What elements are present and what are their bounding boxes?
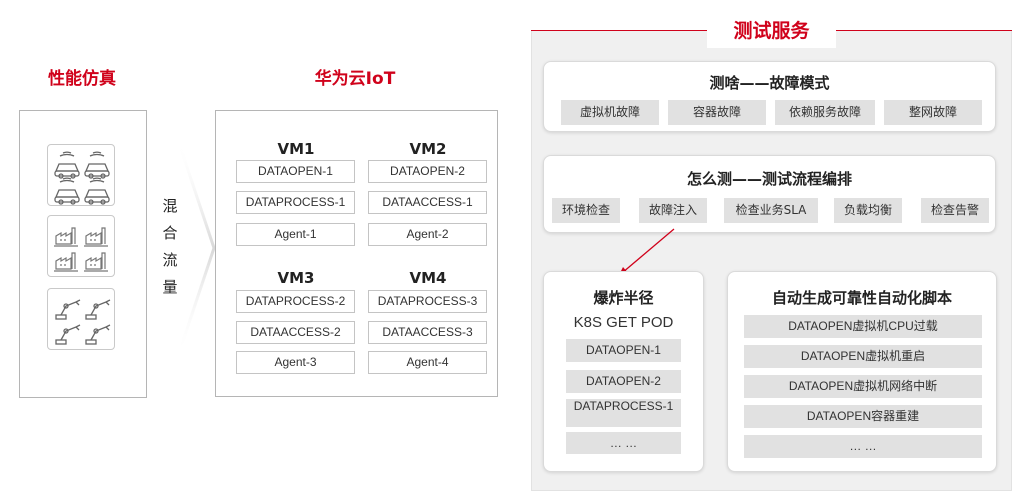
- auto-script-item: … …: [744, 435, 982, 458]
- test-flow-chip: 检查业务SLA: [724, 198, 818, 223]
- robot-arm-icon-group: [47, 288, 115, 350]
- test-flow-card: 怎么测——测试流程编排 环境检查 故障注入 检查业务SLA 负载均衡 检查告警: [543, 155, 996, 233]
- vm4-title: VM4: [409, 269, 447, 287]
- vm4-item: DATAPROCESS-3: [368, 290, 487, 313]
- test-service-title: 测试服务: [733, 20, 810, 42]
- title-backdrop: [707, 14, 836, 48]
- performance-sim-panel: [19, 110, 147, 398]
- vm4-item: DATAACCESS-3: [368, 321, 487, 344]
- mixed-traffic-char: 混: [162, 197, 178, 215]
- mixed-traffic-char: 量: [162, 278, 178, 296]
- performance-sim-title: 性能仿真: [48, 69, 116, 89]
- vm1-item: DATAPROCESS-1: [236, 191, 355, 214]
- vm3-item: Agent-3: [236, 351, 355, 374]
- test-flow-chip: 环境检查: [552, 198, 620, 223]
- fault-mode-chip: 依赖服务故障: [775, 100, 875, 125]
- fault-mode-chip: 虚拟机故障: [561, 100, 659, 125]
- auto-script-card: 自动生成可靠性自动化脚本 DATAOPEN虚拟机CPU过载 DATAOPEN虚拟…: [727, 271, 997, 472]
- blast-radius-item: … …: [566, 432, 681, 454]
- blast-radius-item: DATAOPEN-2: [566, 370, 681, 393]
- auto-script-item: DATAOPEN虚拟机CPU过载: [744, 315, 982, 338]
- robot-arm-icon: [55, 299, 111, 345]
- auto-script-item: DATAOPEN虚拟机网络中断: [744, 375, 982, 398]
- fault-mode-card: 测啥——故障模式 虚拟机故障 容器故障 依赖服务故障 整网故障: [543, 61, 996, 132]
- iot-vm-panel: VM1 DATAOPEN-1 DATAPROCESS-1 Agent-1 VM2…: [215, 110, 498, 397]
- fault-mode-title: 测啥——故障模式: [709, 74, 830, 92]
- fault-mode-chip: 容器故障: [668, 100, 766, 125]
- test-flow-chip: 负载均衡: [834, 198, 902, 223]
- test-flow-chip: 检查告警: [921, 198, 989, 223]
- vm1-title: VM1: [277, 140, 315, 158]
- mixed-traffic-char: 合: [162, 224, 178, 242]
- blast-radius-title: 爆炸半径: [593, 289, 654, 307]
- traffic-arrow-icon: [176, 140, 216, 357]
- vm2-item: Agent-2: [368, 223, 487, 246]
- vm3-item: DATAACCESS-2: [236, 321, 355, 344]
- test-flow-chip: 故障注入: [639, 198, 707, 223]
- auto-script-item: DATAOPEN容器重建: [744, 405, 982, 428]
- mixed-traffic-char: 流: [162, 251, 178, 269]
- vm3-item: DATAPROCESS-2: [236, 290, 355, 313]
- factory-icon: [54, 227, 108, 272]
- title-rule-right: [836, 30, 1012, 31]
- huawei-cloud-iot-title: 华为云IoT: [314, 69, 396, 89]
- vm4-item: Agent-4: [368, 351, 487, 374]
- test-flow-title: 怎么测——测试流程编排: [686, 170, 852, 188]
- factory-icon-group: [47, 215, 115, 277]
- vm1-item: Agent-1: [236, 223, 355, 246]
- blast-radius-subtitle: K8S GET POD: [573, 314, 674, 331]
- blast-radius-item: DATAOPEN-1: [566, 339, 681, 362]
- vm2-item: DATAACCESS-1: [368, 191, 487, 214]
- car-icon: [54, 151, 110, 205]
- title-rule-left: [531, 30, 707, 31]
- vm3-title: VM3: [277, 269, 315, 287]
- auto-script-title: 自动生成可靠性自动化脚本: [771, 289, 952, 307]
- vm2-title: VM2: [409, 140, 447, 158]
- car-icon-group: [47, 144, 115, 206]
- blast-radius-card: 爆炸半径 K8S GET POD DATAOPEN-1 DATAOPEN-2 D…: [543, 271, 704, 472]
- fault-mode-chip: 整网故障: [884, 100, 982, 125]
- vm1-item: DATAOPEN-1: [236, 160, 355, 183]
- mixed-traffic-label: 混 合 流 量: [158, 193, 182, 301]
- auto-script-item: DATAOPEN虚拟机重启: [744, 345, 982, 368]
- vm2-item: DATAOPEN-2: [368, 160, 487, 183]
- blast-radius-item: DATAPROCESS-1: [566, 399, 681, 427]
